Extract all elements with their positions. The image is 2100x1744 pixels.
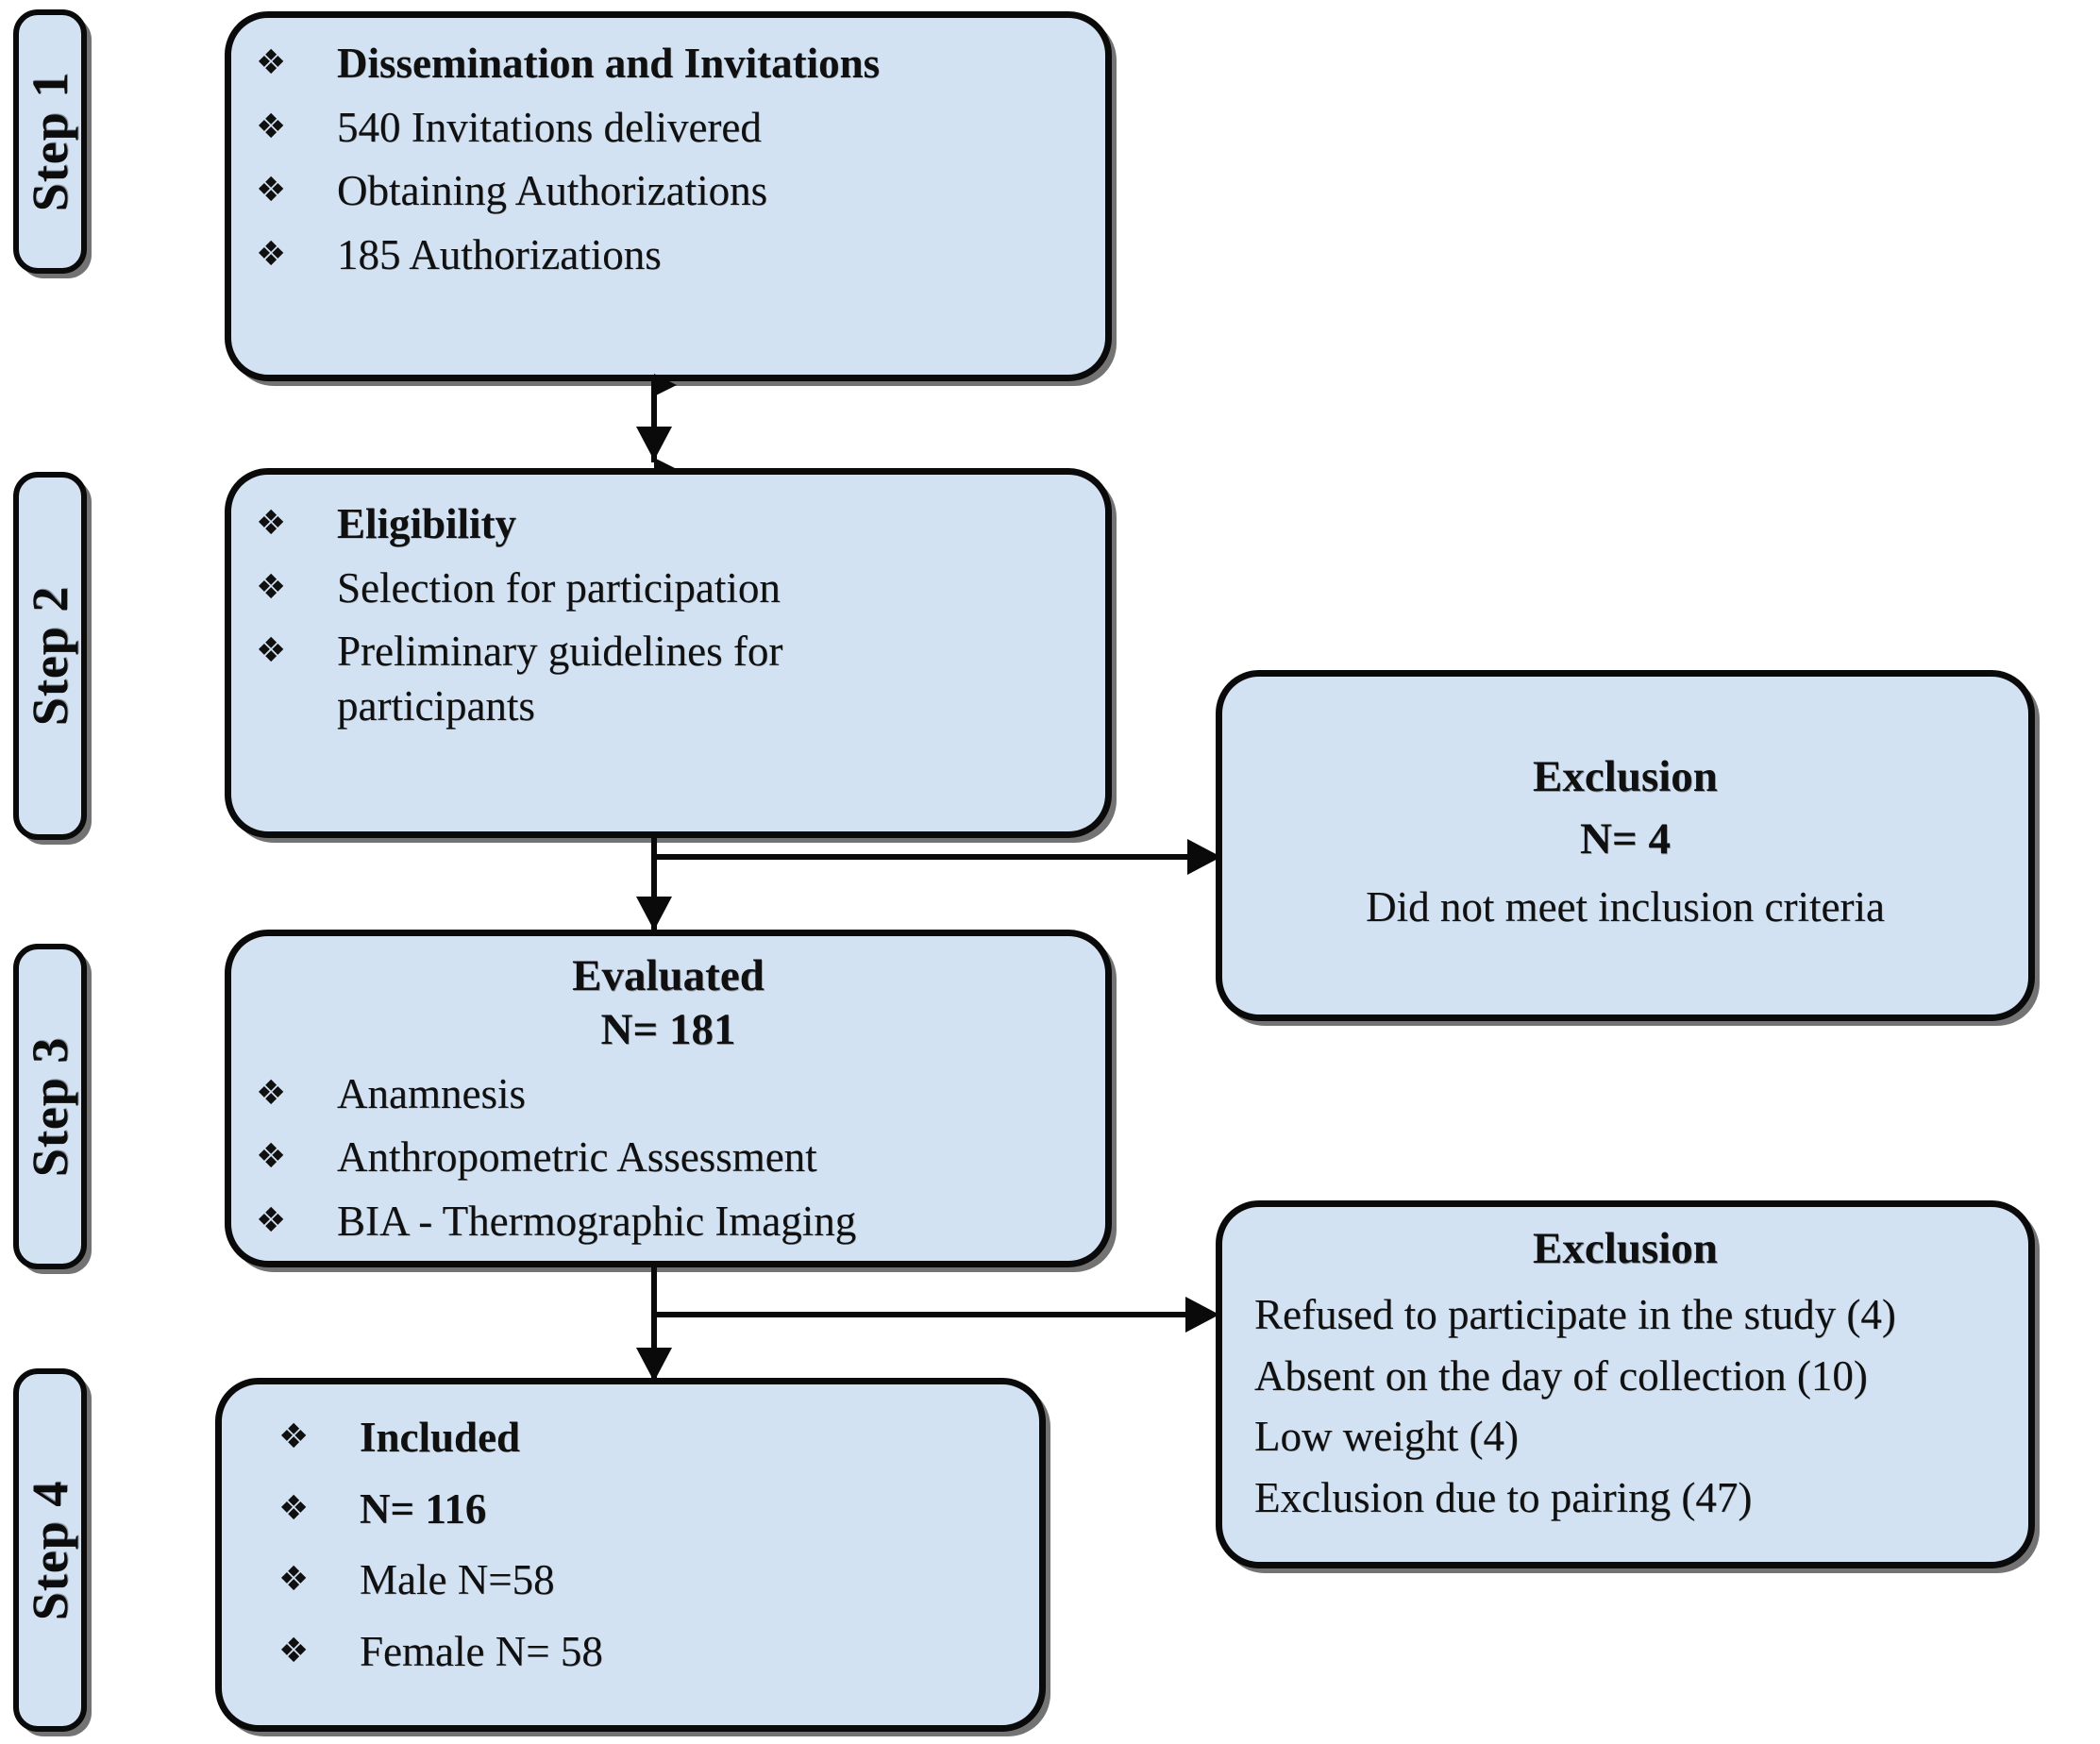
exclusion-box-2-reason-4: Exclusion due to pairing (47)	[1254, 1473, 1753, 1521]
diamond-bullet-icon: ❖	[256, 504, 287, 543]
step4-content: ❖ Included ❖ N= 116 ❖ Male N=58 ❖ Female…	[222, 1384, 1039, 1725]
exclusion-box-2-content: Exclusion Refused to participate in the …	[1222, 1207, 2028, 1562]
step3-bullet-3: ❖ BIA - Thermographic Imaging	[256, 1195, 1081, 1249]
diamond-bullet-icon: ❖	[278, 1488, 310, 1528]
step1-bullet-3-text: Obtaining Authorizations	[337, 167, 768, 215]
step3-bullet-1: ❖ Anamnesis	[256, 1067, 1081, 1122]
connector-step2-step3-arrowhead	[636, 897, 672, 931]
step3-content: Evaluated N= 181 ❖ Anamnesis ❖ Anthropom…	[231, 936, 1105, 1261]
step1-bullet-3: ❖ Obtaining Authorizations	[256, 164, 1081, 219]
step4-bullet-1: ❖ Included	[278, 1411, 1015, 1466]
step-tab-2-label: Step 2	[22, 585, 78, 727]
exclusion-box-2-reason-2: Absent on the day of collection (10)	[1254, 1351, 1868, 1400]
step2-bullet-3-text: Preliminary guidelines for participants	[337, 628, 783, 729]
step3-heading-count: N= 181	[600, 1005, 736, 1055]
step-tab-3: Step 3	[13, 944, 87, 1269]
step2-box: ❖ Eligibility ❖ Selection for participat…	[225, 468, 1112, 838]
diamond-bullet-icon: ❖	[256, 631, 287, 671]
connector-step2-exclusion1-line	[651, 854, 1199, 860]
step1-bullet-2: ❖ 540 Invitations delivered	[256, 101, 1081, 156]
exclusion-box-1-content: Exclusion N= 4 Did not meet inclusion cr…	[1222, 677, 2028, 1015]
connector-step1-step2-line	[651, 377, 657, 462]
step2-bullet-1-text: Eligibility	[337, 500, 517, 547]
step3-bullet-3-text: BIA - Thermographic Imaging	[337, 1197, 857, 1245]
step4-bullet-2-text: N= 116	[360, 1484, 487, 1533]
diamond-bullet-icon: ❖	[256, 43, 287, 82]
step4-bullet-4: ❖ Female N= 58	[278, 1625, 1015, 1680]
diamond-bullet-icon: ❖	[256, 107, 287, 146]
step3-bullet-1-text: Anamnesis	[337, 1069, 526, 1117]
step-tab-3-label: Step 3	[22, 1036, 78, 1177]
step2-bullet-3: ❖ Preliminary guidelines for participant…	[256, 625, 1081, 733]
diamond-bullet-icon: ❖	[256, 1137, 287, 1177]
diamond-bullet-icon: ❖	[278, 1631, 310, 1670]
step1-bullet-2-text: 540 Invitations delivered	[337, 103, 762, 151]
step1-content: ❖ Dissemination and Invitations ❖ 540 In…	[231, 18, 1105, 375]
exclusion-box-1-title: Exclusion	[1533, 752, 1718, 802]
exclusion-box-2-title: Exclusion	[1533, 1224, 1718, 1273]
exclusion-box-2: Exclusion Refused to participate in the …	[1216, 1200, 2035, 1568]
diamond-bullet-icon: ❖	[256, 1200, 287, 1240]
step3-bullet-2: ❖ Anthropometric Assessment	[256, 1131, 1081, 1185]
connector-step1-edge-tick	[654, 374, 677, 396]
step1-bullet-1-text: Dissemination and Invitations	[337, 40, 881, 87]
connector-step3-step4-line	[651, 1263, 657, 1381]
step-tab-4-label: Step 4	[22, 1480, 78, 1620]
connector-step1-step2-arrowhead	[636, 427, 672, 461]
step2-bullet-2-text: Selection for participation	[337, 563, 781, 612]
step-tab-4: Step 4	[13, 1368, 87, 1732]
exclusion-box-1: Exclusion N= 4 Did not meet inclusion cr…	[1216, 670, 2035, 1021]
connector-step3-step4-arrowhead	[636, 1348, 672, 1382]
diamond-bullet-icon: ❖	[278, 1560, 310, 1600]
diamond-bullet-icon: ❖	[256, 567, 287, 607]
diamond-bullet-icon: ❖	[256, 234, 287, 274]
step-tab-2: Step 2	[13, 472, 87, 840]
step4-bullet-3-text: Male N=58	[360, 1556, 555, 1604]
step3-bullet-2-text: Anthropometric Assessment	[337, 1133, 817, 1182]
exclusion-box-1-count: N= 4	[1580, 813, 1671, 864]
step4-box: ❖ Included ❖ N= 116 ❖ Male N=58 ❖ Female…	[215, 1378, 1046, 1732]
step1-bullet-4-text: 185 Authorizations	[337, 230, 662, 278]
step4-bullet-3: ❖ Male N=58	[278, 1553, 1015, 1608]
diamond-bullet-icon: ❖	[256, 1073, 287, 1113]
step2-bullet-2: ❖ Selection for participation	[256, 562, 1081, 616]
step4-bullet-2: ❖ N= 116	[278, 1483, 1015, 1537]
step1-bullet-4: ❖ 185 Authorizations	[256, 228, 1081, 283]
connector-step2-step3-line	[651, 834, 657, 933]
step3-heading-evaluated: Evaluated	[572, 951, 764, 1000]
step4-bullet-4-text: Female N= 58	[360, 1627, 603, 1675]
step2-bullet-1: ❖ Eligibility	[256, 497, 1081, 552]
diamond-bullet-icon: ❖	[256, 171, 287, 210]
step2-content: ❖ Eligibility ❖ Selection for participat…	[231, 475, 1105, 831]
exclusion-box-2-reason-1: Refused to participate in the study (4)	[1254, 1291, 1896, 1339]
connector-step3-exclusion2-line	[651, 1312, 1197, 1317]
step4-bullet-1-text: Included	[360, 1414, 521, 1461]
diamond-bullet-icon: ❖	[278, 1417, 310, 1456]
step1-bullet-1: ❖ Dissemination and Invitations	[256, 37, 1081, 92]
connector-step3-exclusion2-arrowhead	[1185, 1297, 1219, 1333]
exclusion-box-1-reason-1: Did not meet inclusion criteria	[1366, 883, 1885, 931]
step-tab-1: Step 1	[13, 9, 87, 274]
step3-box: Evaluated N= 181 ❖ Anamnesis ❖ Anthropom…	[225, 930, 1112, 1267]
step1-box: ❖ Dissemination and Invitations ❖ 540 In…	[225, 11, 1112, 381]
exclusion-box-2-reason-3: Low weight (4)	[1254, 1413, 1519, 1461]
step-tab-1-label: Step 1	[22, 71, 78, 212]
